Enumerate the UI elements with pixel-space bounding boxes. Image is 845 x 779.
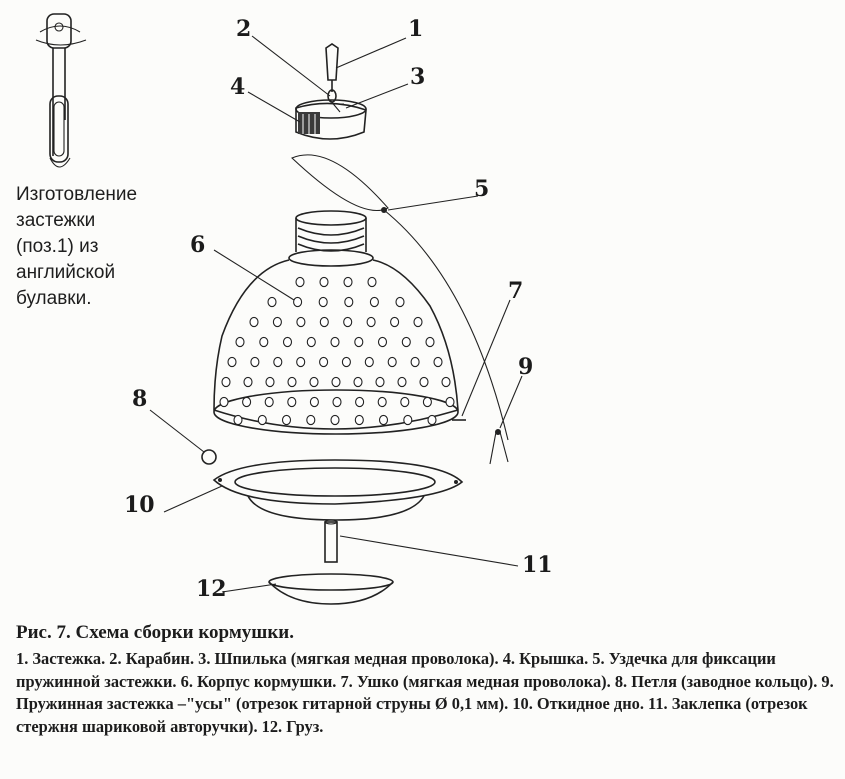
- perforation-hole: [319, 356, 329, 368]
- perforation-hole: [332, 396, 342, 408]
- perforation-hole: [341, 356, 351, 368]
- pin-wire-part: [329, 99, 344, 113]
- perforation-hole: [296, 316, 306, 328]
- perforation-hole: [331, 376, 341, 388]
- perforation-hole: [343, 316, 353, 328]
- perforation-hole: [445, 396, 455, 408]
- perforation-hole: [267, 296, 277, 308]
- perforation-hole: [287, 376, 297, 388]
- perforation-hole: [250, 356, 260, 368]
- perforation-hole: [242, 396, 252, 408]
- perforation-hole: [306, 414, 316, 426]
- figure-caption: Рис. 7. Схема сборки кормушки. 1. Застеж…: [16, 620, 836, 738]
- spring-clasp-part: [489, 429, 509, 465]
- perforation-hole: [309, 376, 319, 388]
- perforation-hole: [296, 356, 306, 368]
- perforation-hole: [295, 276, 305, 288]
- perforation-hole: [264, 396, 274, 408]
- label-5: 5: [474, 176, 489, 202]
- lid-part: [295, 99, 367, 140]
- perforation-hole: [355, 396, 365, 408]
- perforation-hole: [330, 336, 340, 348]
- label-1: 1: [408, 16, 423, 42]
- label-9: 9: [518, 354, 533, 380]
- perforation-hole: [243, 376, 253, 388]
- label-10: 10: [124, 492, 155, 518]
- perforation-hole: [367, 276, 377, 288]
- perforation-hole: [306, 336, 316, 348]
- perforation-hole: [293, 296, 303, 308]
- caption-body: 1. Застежка. 2. Карабин. 3. Шпилька (мяг…: [16, 649, 834, 736]
- perforation-hole: [366, 316, 376, 328]
- perforation-hole: [387, 356, 397, 368]
- perforation-hole: [344, 296, 354, 308]
- perforation-hole: [419, 376, 429, 388]
- perforation-hole: [441, 376, 451, 388]
- perforation-hole: [343, 276, 353, 288]
- perforation-hole: [221, 376, 231, 388]
- weight-part: [268, 573, 394, 605]
- perforation-hole: [433, 356, 443, 368]
- hinged-bottom-part: [212, 459, 464, 521]
- perforation-hole: [410, 356, 420, 368]
- label-4: 4: [230, 74, 245, 100]
- perforation-hole: [257, 414, 267, 426]
- perforation-hole: [401, 336, 411, 348]
- perforation-hole: [287, 396, 297, 408]
- label-7: 7: [508, 278, 523, 304]
- perforation-hole: [249, 316, 259, 328]
- perforation-hole: [272, 316, 282, 328]
- perforation-hole: [235, 336, 245, 348]
- rivet-part: [324, 519, 338, 563]
- perforation-hole: [397, 376, 407, 388]
- perforation-hole: [403, 414, 413, 426]
- label-6: 6: [190, 232, 205, 258]
- perforation-hole: [282, 336, 293, 348]
- perforation-hole: [273, 356, 283, 368]
- perforation-hole: [354, 414, 364, 426]
- label-3: 3: [410, 64, 425, 90]
- perforation-hole: [364, 356, 374, 368]
- perforation-hole: [354, 336, 364, 348]
- perforation-hole: [413, 316, 423, 328]
- label-8: 8: [132, 386, 147, 412]
- perforation-hole: [319, 276, 329, 288]
- label-11: 11: [522, 552, 553, 578]
- perforation-hole: [427, 414, 437, 426]
- perforation-hole: [265, 376, 275, 388]
- perforation-hole: [330, 414, 340, 426]
- perforation-hole: [400, 396, 410, 408]
- perforation-hole: [219, 396, 229, 408]
- loop-ring-part: [201, 449, 217, 465]
- perforation-hole: [281, 414, 292, 426]
- safety-pin-illustration: [35, 13, 87, 168]
- perforation-hole: [395, 296, 405, 308]
- perforation-hole: [353, 376, 363, 388]
- perforation-hole: [377, 336, 388, 348]
- perforation-hole: [378, 414, 389, 426]
- feeder-body-part: [213, 210, 459, 435]
- perforation-hole: [377, 396, 387, 408]
- label-12: 12: [196, 576, 227, 602]
- pin-caption: Изготовление застежки (поз.1) из английс…: [16, 184, 138, 309]
- perforation-hole: [319, 316, 329, 328]
- perforation-hole: [425, 336, 435, 348]
- perforation-hole: [259, 336, 269, 348]
- perforation-hole: [318, 296, 328, 308]
- perforation-hole: [309, 396, 319, 408]
- leader-lines: [149, 35, 523, 593]
- perforation-hole: [375, 376, 385, 388]
- label-2: 2: [236, 16, 251, 42]
- perforation-hole: [422, 396, 432, 408]
- membrane-disc: [291, 154, 389, 212]
- caption-title: Рис. 7. Схема сборки кормушки.: [16, 622, 294, 643]
- bridle-part: [383, 209, 509, 441]
- perforation-hole: [227, 356, 237, 368]
- perforation-hole: [369, 296, 379, 308]
- perforation-hole: [233, 414, 243, 426]
- perforation-hole: [390, 316, 400, 328]
